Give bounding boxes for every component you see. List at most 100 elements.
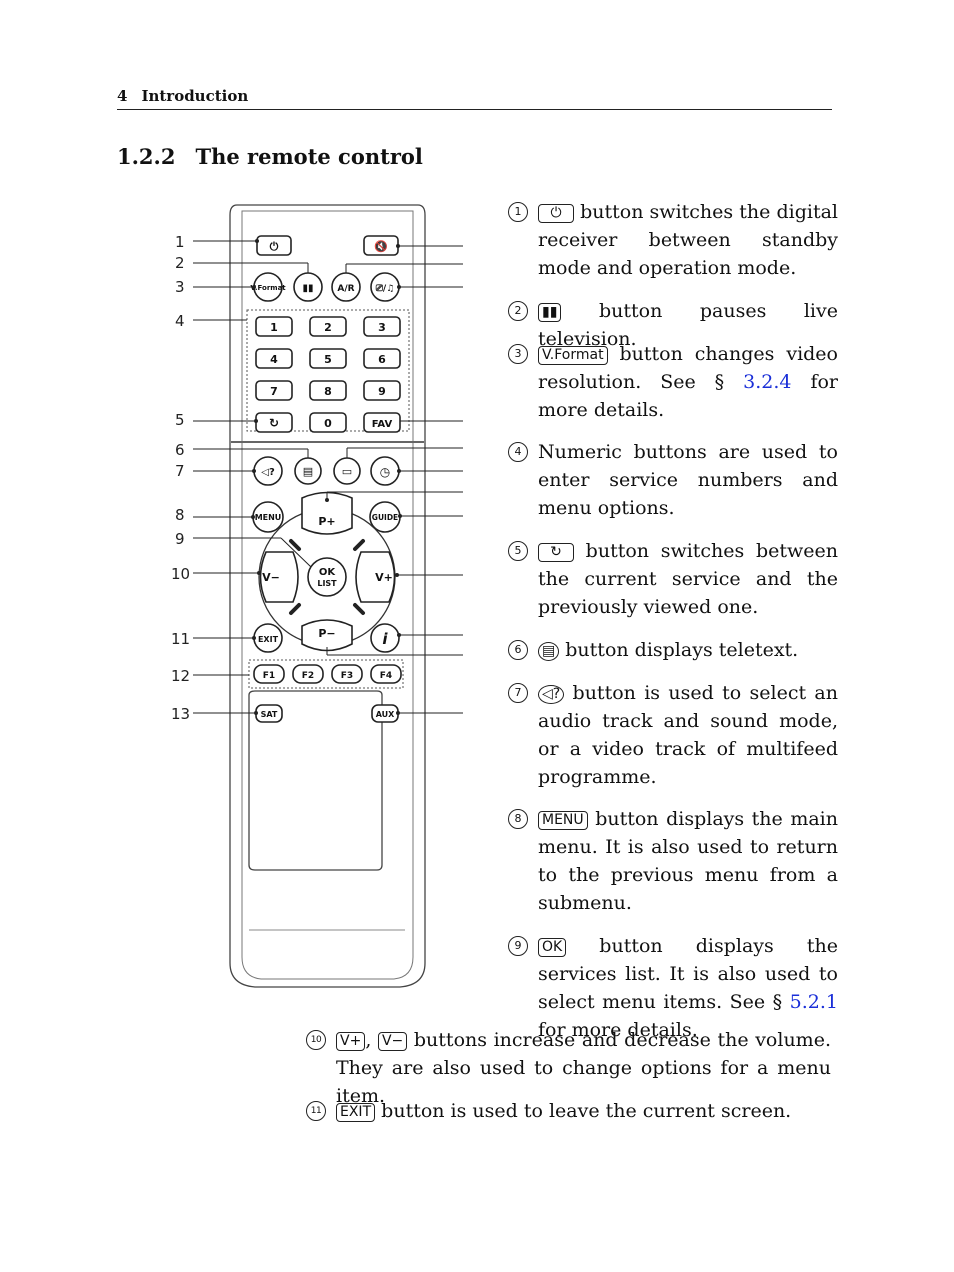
p-plus-button[interactable]: P+ xyxy=(301,491,353,535)
section-link[interactable]: 5.2.1 xyxy=(789,991,838,1013)
num-9-button[interactable]: 9 xyxy=(363,380,401,401)
f2-button[interactable]: F2 xyxy=(292,664,324,684)
svg-text:▤: ▤ xyxy=(303,465,313,478)
v-minus-key: V− xyxy=(377,1032,408,1051)
num-6-button[interactable]: 6 xyxy=(363,348,401,369)
num-0-button[interactable]: 0 xyxy=(309,412,347,433)
list-item: 1 ⏻ button switches the digital receiver… xyxy=(508,198,838,282)
ok-key: OK xyxy=(538,938,567,957)
svg-text:4: 4 xyxy=(270,353,278,366)
svg-text:▭: ▭ xyxy=(342,465,352,478)
item-number: 8 xyxy=(508,809,528,829)
svg-text:⎚/♫: ⎚/♫ xyxy=(376,283,395,294)
svg-text:↻: ↻ xyxy=(269,416,279,430)
svg-text:0: 0 xyxy=(324,417,332,430)
item-text-after: for more details. xyxy=(538,1019,698,1041)
item-number: 4 xyxy=(508,442,528,462)
svg-text:LIST: LIST xyxy=(317,579,337,588)
num-8-button[interactable]: 8 xyxy=(309,380,347,401)
sat-button[interactable]: SAT xyxy=(255,704,283,723)
num-7-button[interactable]: 7 xyxy=(255,380,293,401)
audio-key: ◁? xyxy=(538,685,565,704)
v-minus-button[interactable]: V− xyxy=(259,551,299,603)
ar-button[interactable]: A/R xyxy=(331,272,361,302)
item-number: 7 xyxy=(508,683,528,703)
callout-4: 4 xyxy=(175,312,185,330)
num-3-button[interactable]: 3 xyxy=(363,316,401,337)
running-header: 4 Introduction xyxy=(117,87,832,110)
svg-text:1: 1 xyxy=(270,321,278,334)
v-plus-button[interactable]: V+ xyxy=(355,551,396,603)
item-text: button pauses live television. xyxy=(538,300,838,350)
callout-7: 7 xyxy=(175,462,185,480)
svg-text:V.Format: V.Format xyxy=(250,284,286,292)
callout-10-left: 10 xyxy=(171,565,190,583)
list-item: 7 ◁? button is used to select an audio t… xyxy=(508,679,838,791)
num-2-button[interactable]: 2 xyxy=(309,316,347,337)
power-key: ⏻ xyxy=(538,204,574,223)
list-item: 2 ▮▮ button pauses live television. xyxy=(508,297,838,353)
teletext-key: ▤ xyxy=(538,642,560,661)
exit-button[interactable]: EXIT xyxy=(253,623,283,653)
list-item: 11 EXIT button is used to leave the curr… xyxy=(306,1097,831,1125)
nav-diagonals xyxy=(289,539,365,615)
menu-key: MENU xyxy=(538,811,588,830)
item-number: 1 xyxy=(508,202,528,222)
list-item: 8 MENU button displays the main menu. It… xyxy=(508,805,838,917)
svg-text:V−: V− xyxy=(262,571,280,584)
item-number: 11 xyxy=(306,1101,326,1121)
callout-3: 3 xyxy=(175,278,185,296)
callout-9: 9 xyxy=(175,530,185,548)
item-number: 6 xyxy=(508,640,528,660)
teletext-button[interactable]: ▤ xyxy=(294,457,322,485)
num-1-button[interactable]: 1 xyxy=(255,316,293,337)
svg-text:◷: ◷ xyxy=(380,465,391,479)
svg-text:8: 8 xyxy=(324,385,332,398)
item-text: button displays the services list. It is… xyxy=(538,935,838,1013)
svg-text:7: 7 xyxy=(270,385,278,398)
svg-text:EXIT: EXIT xyxy=(258,635,279,644)
guide-button[interactable]: GUIDE xyxy=(369,501,401,533)
remote-control-diagram: ⏻ 🔇 V.Format ▮▮ A/R ⎚/♫ 1 2 3 4 5 6 7 8 … xyxy=(171,204,463,988)
pause-key: ▮▮ xyxy=(538,303,562,322)
section-number: 1.2.2 xyxy=(117,144,176,169)
item-text: button displays the main menu. It is als… xyxy=(538,808,838,914)
list-item: 10 V+, V− buttons increase and decrease … xyxy=(306,1026,831,1110)
fav-button[interactable]: FAV xyxy=(363,412,401,433)
power-button[interactable]: ⏻ xyxy=(256,235,292,256)
item-text: button changes video resolution. See § xyxy=(538,343,838,393)
f1-button[interactable]: F1 xyxy=(253,664,285,684)
mute-button[interactable]: 🔇 xyxy=(363,235,399,256)
recall-button[interactable]: ↻ xyxy=(255,412,293,433)
f3-button[interactable]: F3 xyxy=(331,664,363,684)
timer-button[interactable]: ◷ xyxy=(370,456,400,486)
f4-button[interactable]: F4 xyxy=(370,664,402,684)
p-minus-button[interactable]: P− xyxy=(301,619,353,652)
aux-button[interactable]: AUX xyxy=(371,704,399,723)
num-4-button[interactable]: 4 xyxy=(255,348,293,369)
audio-button[interactable]: ◁? xyxy=(253,456,283,486)
media-button[interactable]: ⎚/♫ xyxy=(370,272,400,302)
callout-8: 8 xyxy=(175,506,185,524)
section-link[interactable]: 3.2.4 xyxy=(743,371,792,393)
item-number: 9 xyxy=(508,936,528,956)
svg-text:A/R: A/R xyxy=(337,284,354,294)
num-5-button[interactable]: 5 xyxy=(309,348,347,369)
menu-button[interactable]: MENU xyxy=(252,501,284,533)
svg-text:2: 2 xyxy=(324,321,332,334)
svg-text:GUIDE: GUIDE xyxy=(372,513,398,522)
chapter-title: Introduction xyxy=(141,87,249,105)
item-text: Numeric buttons are used to enter servic… xyxy=(538,441,838,519)
item-number: 10 xyxy=(306,1030,326,1050)
callout-11: 11 xyxy=(171,630,190,648)
pause-button[interactable]: ▮▮ xyxy=(293,272,323,302)
list-item: 9 OK button displays the services list. … xyxy=(508,932,838,1044)
subtitle-button[interactable]: ▭ xyxy=(333,457,361,485)
item-number: 2 xyxy=(508,301,528,321)
info-button[interactable]: i xyxy=(370,623,400,653)
page-number: 4 xyxy=(117,87,128,105)
list-item: 6 ▤ button displays teletext. xyxy=(508,636,838,664)
svg-text:i: i xyxy=(382,630,388,648)
